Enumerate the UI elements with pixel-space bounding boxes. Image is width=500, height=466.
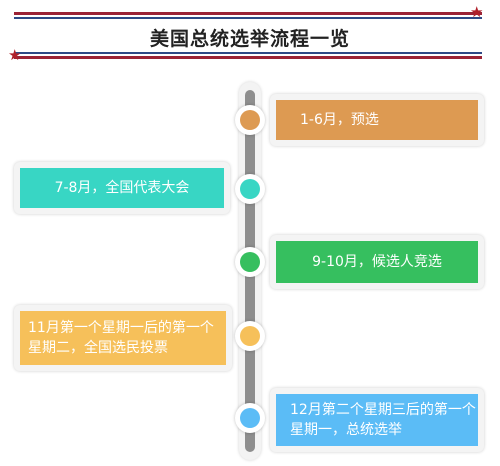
header-rule-top-blue (14, 17, 482, 19)
node-dot (240, 326, 260, 346)
header-rule-top-red (14, 12, 482, 15)
step-card-4: 11月第一个星期一后的第一个星期二，全国选民投票 (14, 305, 232, 371)
step-card-3: 9-10月，候选人竞选 (270, 235, 484, 289)
timeline-node-5 (235, 403, 265, 433)
timeline-node-1 (235, 105, 265, 135)
timeline-node-3 (235, 247, 265, 277)
step-card-1: 1-6月，预选 (270, 94, 484, 146)
step-card-2: 7-8月，全国代表大会 (14, 162, 230, 214)
timeline-node-4 (235, 321, 265, 351)
step-label-5: 12月第二个星期三后的第一个星期一，总统选举 (276, 394, 478, 446)
timeline-node-2 (235, 174, 265, 204)
header-rule-bottom-red (14, 56, 482, 59)
step-label-3: 9-10月，候选人竞选 (276, 241, 478, 283)
header-rule-bottom-blue (14, 52, 482, 54)
star-icon: ★ (470, 3, 484, 21)
node-dot (240, 179, 260, 199)
node-dot (240, 110, 260, 130)
step-label-1: 1-6月，预选 (276, 100, 478, 140)
step-label-2: 7-8月，全国代表大会 (20, 168, 224, 208)
step-card-5: 12月第二个星期三后的第一个星期一，总统选举 (270, 388, 484, 452)
star-icon: ★ (8, 46, 22, 64)
node-dot (240, 408, 260, 428)
page-title: 美国总统选举流程一览 (149, 28, 350, 50)
step-label-4: 11月第一个星期一后的第一个星期二，全国选民投票 (20, 311, 226, 365)
node-dot (240, 252, 260, 272)
